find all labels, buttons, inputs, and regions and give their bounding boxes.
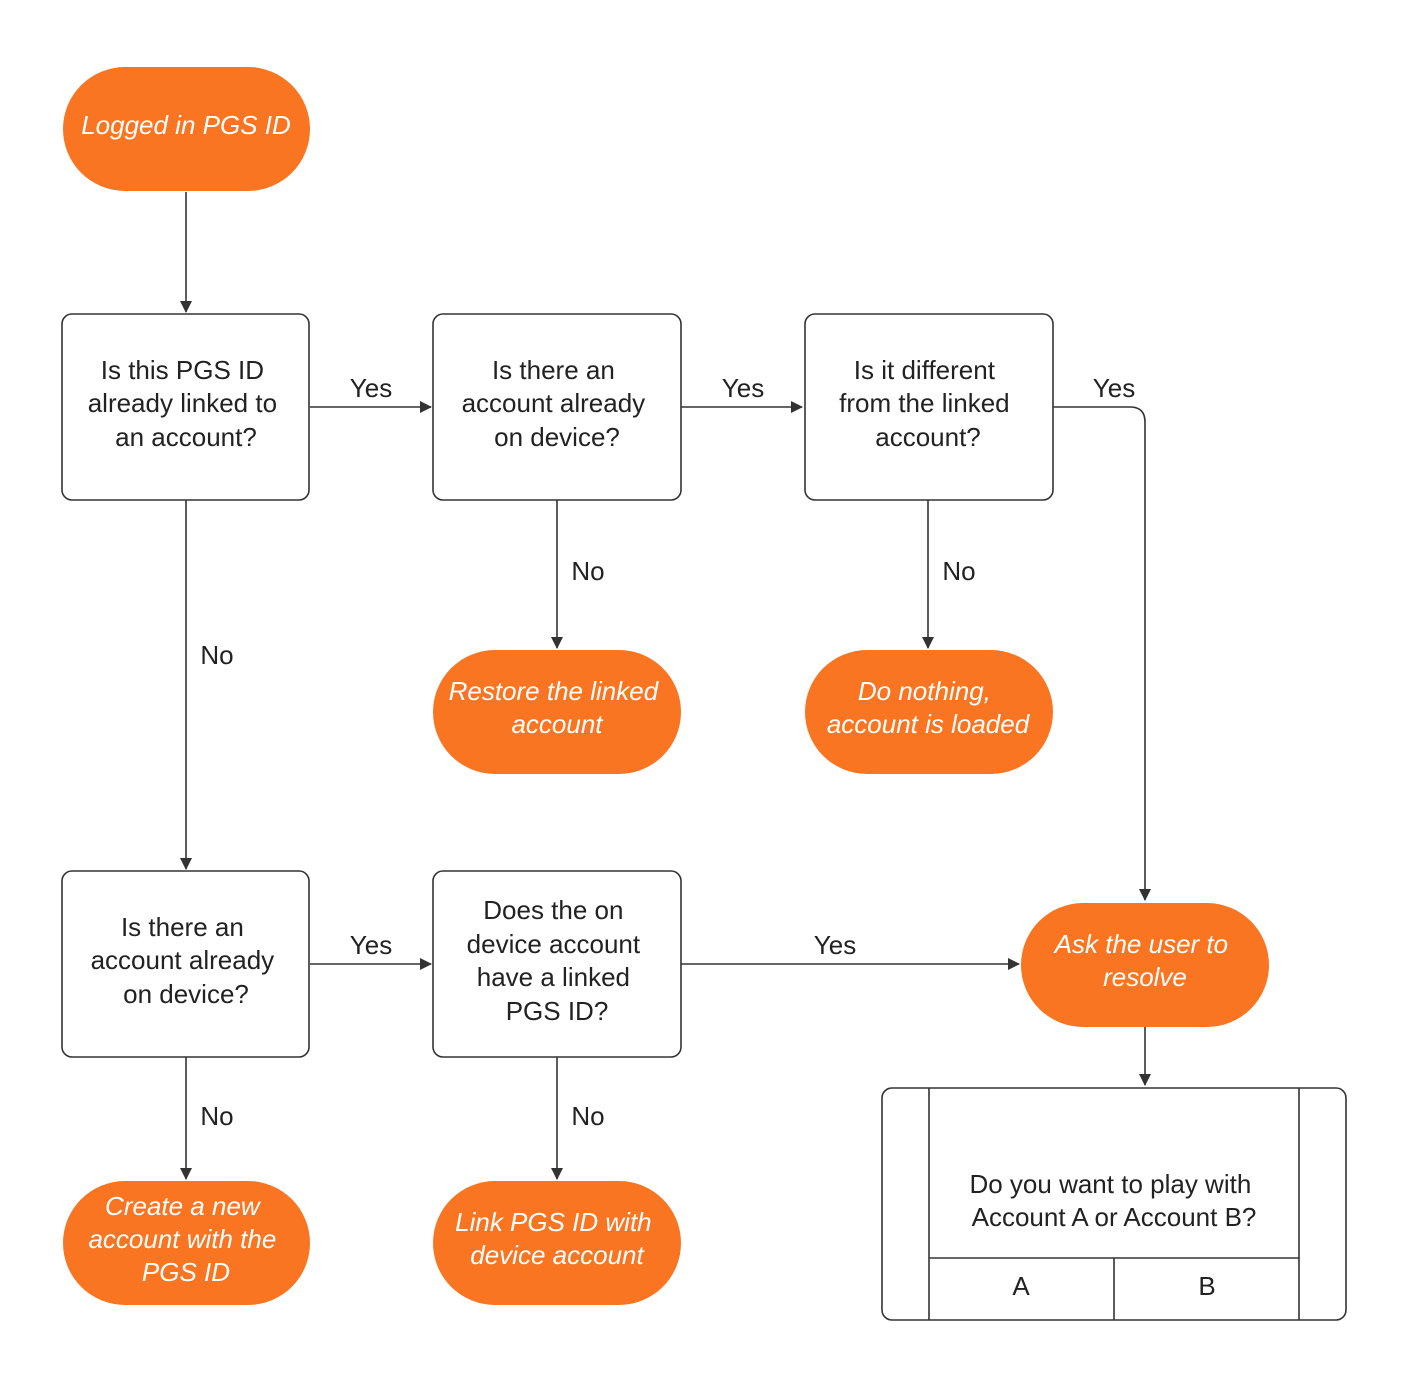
- node-label-line: have a linked: [477, 962, 630, 992]
- node-label-line: device account: [467, 929, 641, 959]
- edge-label: No: [200, 640, 233, 670]
- option-b-label: B: [1198, 1271, 1215, 1301]
- svg-text:Create a new account wit: Create a new account with the PGS ID: [88, 1191, 283, 1287]
- edge-labels: Yes Yes Yes No No No Yes Yes No No: [200, 373, 1135, 1131]
- terminal-restore: Restore the linked account: [433, 650, 681, 774]
- svg-text:Is this PGS ID already l: Is this PGS ID already linked to an acco…: [88, 355, 285, 452]
- decision-different: Is it different from the linked account?: [804, 313, 1054, 501]
- option-a-button[interactable]: A: [930, 1259, 1113, 1319]
- node-label-line: Restore the linked: [449, 676, 660, 706]
- node-label-line: Is there an: [121, 912, 244, 942]
- node-label-line: Create a new: [105, 1191, 262, 1221]
- node-label-line: PGS ID: [142, 1257, 230, 1287]
- edge-label: Yes: [814, 930, 856, 960]
- node-label-line: Is this PGS ID: [101, 355, 264, 385]
- terminal-start: Logged in PGS ID: [63, 67, 310, 191]
- dialog-prompt-line: Account A or Account B?: [972, 1202, 1257, 1232]
- account-choice-dialog: Do you want to play with Account A or Ac…: [881, 1087, 1347, 1321]
- option-b-button[interactable]: B: [1115, 1259, 1298, 1319]
- dialog-prompt: Do you want to play with Account A or Ac…: [969, 1169, 1258, 1232]
- node-label-line: Is there an: [492, 355, 615, 385]
- node-label-line: account: [511, 709, 604, 739]
- node-label-line: already linked to: [88, 388, 277, 418]
- node-label-line: Is it different: [854, 355, 996, 385]
- svg-text:Link PGS ID with device: Link PGS ID with device account: [455, 1207, 659, 1270]
- node-label-line: Ask the user to: [1053, 929, 1228, 959]
- option-a-label: A: [1012, 1271, 1030, 1301]
- decision-device-linked: Does the on device account have a linked…: [432, 870, 682, 1058]
- node-label-line: Does the on: [483, 895, 623, 925]
- svg-text:Do nothing, account is l: Do nothing, account is loaded: [827, 676, 1031, 739]
- terminal-create-new: Create a new account with the PGS ID: [63, 1181, 310, 1305]
- edge-label: Yes: [722, 373, 764, 403]
- terminal-link-pgs: Link PGS ID with device account: [433, 1181, 681, 1305]
- node-label-line: account with the: [88, 1224, 276, 1254]
- dialog-prompt-line: Do you want to play with: [969, 1169, 1251, 1199]
- node-label-line: on device?: [123, 979, 249, 1009]
- connectors: [180, 192, 1151, 1180]
- node-label-line: from the linked: [839, 388, 1010, 418]
- svg-text:Is there an account alre: Is there an account already on device?: [462, 355, 653, 452]
- node-label-line: account?: [875, 422, 981, 452]
- decision-linked: Is this PGS ID already linked to an acco…: [61, 313, 310, 501]
- decision-on-device-1: Is there an account already on device?: [432, 313, 682, 501]
- node-label-line: Logged in PGS ID: [81, 110, 291, 140]
- edge-label: Yes: [350, 930, 392, 960]
- svg-text:Does the on device accou: Does the on device account have a linked…: [467, 895, 648, 1026]
- edge-label: No: [571, 556, 604, 586]
- node-label-line: account already: [462, 388, 646, 418]
- terminal-do-nothing: Do nothing, account is loaded: [805, 650, 1053, 774]
- svg-text:Is there an account alre: Is there an account already on device?: [91, 912, 282, 1009]
- svg-text:Logged in PGS ID: Logged in PGS ID: [81, 110, 291, 140]
- node-label-line: on device?: [494, 422, 620, 452]
- node-label-line: Link PGS ID with: [455, 1207, 652, 1237]
- edge-label: No: [571, 1101, 604, 1131]
- edge-different-yes: [1053, 406, 1151, 901]
- node-label-line: Do nothing,: [858, 676, 991, 706]
- node-label-line: account already: [91, 945, 275, 975]
- terminal-ask-user: Ask the user to resolve: [1021, 903, 1269, 1027]
- edge-label: No: [942, 556, 975, 586]
- node-label-line: PGS ID?: [506, 996, 609, 1026]
- svg-text:Ask the user to resolve: Ask the user to resolve: [1053, 929, 1236, 992]
- edge-label: Yes: [350, 373, 392, 403]
- decision-on-device-2: Is there an account already on device?: [61, 870, 310, 1058]
- node-label-line: device account: [470, 1240, 645, 1270]
- node-label-line: an account?: [115, 422, 257, 452]
- svg-text:Is it different from the: Is it different from the linked account?: [839, 355, 1017, 452]
- edge-label: Yes: [1093, 373, 1135, 403]
- edge-label: No: [200, 1101, 233, 1131]
- svg-text:Restore the linked accou: Restore the linked account: [449, 676, 666, 739]
- node-label-line: resolve: [1103, 962, 1187, 992]
- node-label-line: account is loaded: [827, 709, 1031, 739]
